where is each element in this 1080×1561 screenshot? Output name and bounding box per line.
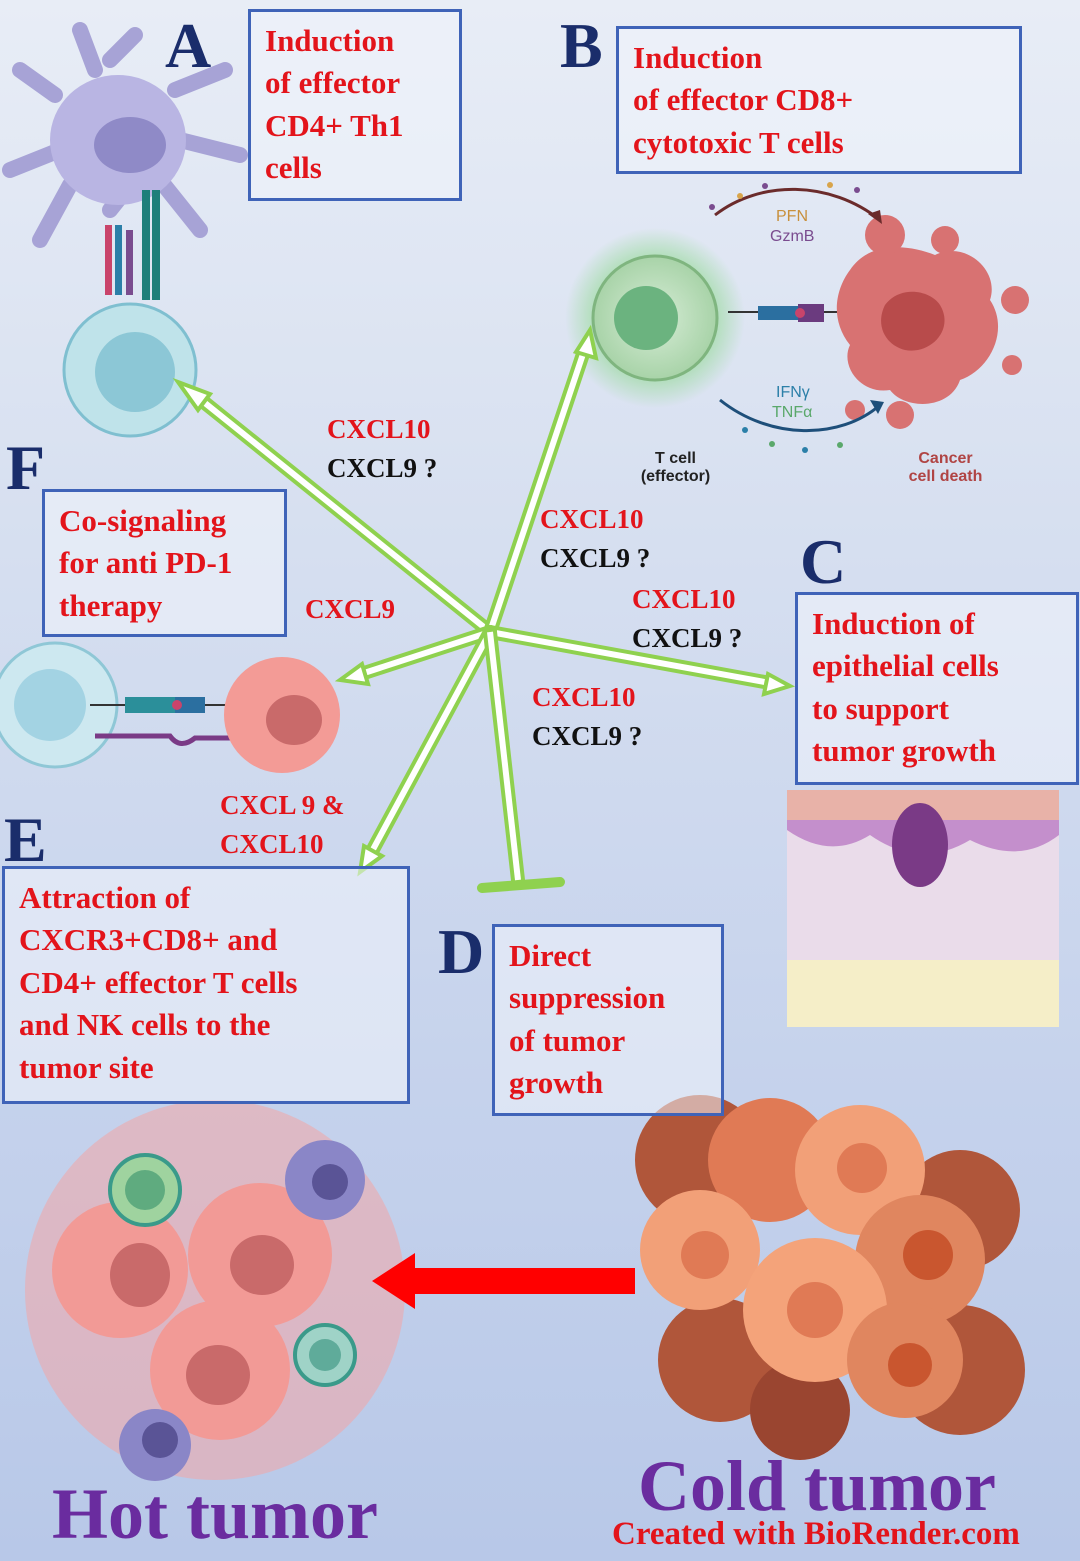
ifng-label: IFNγ: [776, 384, 810, 401]
panel-e-line: and NK cells to the: [19, 1007, 271, 1043]
panel-d-box: Direct suppression of tumor growth: [492, 924, 724, 1116]
panel-letter-e: E: [4, 804, 47, 875]
panel-letter-a: A: [165, 10, 212, 81]
hot-tumor-cluster: [25, 1100, 405, 1481]
panel-b-box: Induction of effector CD8+ cytotoxic T c…: [616, 26, 1022, 174]
panel-letter-b: B: [560, 10, 603, 81]
t-cell-effector-label: T cell (effector): [628, 450, 723, 487]
chemokine-red: CXCL 9 &: [220, 790, 345, 820]
panel-a-box: Induction of effector CD4+ Th1 cells: [248, 9, 462, 201]
chemokine-black: CXCL9 ?: [632, 623, 743, 654]
t-cell-A: [62, 302, 198, 438]
panel-a-line: CD4+ Th1: [265, 107, 404, 143]
panel-a-line: Induction: [265, 23, 395, 58]
panel-e-line: tumor site: [19, 1049, 154, 1085]
panel-a-line: of effector: [265, 65, 401, 101]
chemokine-black: CXCL9 ?: [540, 543, 651, 574]
chemokine-red: CXCL10: [532, 682, 636, 712]
panel-d-line: suppression: [509, 980, 666, 1016]
chemokine-label-f: CXCL9: [305, 590, 395, 629]
panel-f-line: therapy: [59, 587, 163, 623]
chemokine-label-a: CXCL10 CXCL9 ?: [327, 410, 437, 488]
biorender-credit: Created with BioRender.com: [612, 1516, 1020, 1552]
panel-f-box: Co-signaling for anti PD-1 therapy: [42, 489, 287, 637]
panel-f-line: for anti PD-1: [59, 545, 233, 581]
cold-tumor-cluster: [635, 1095, 1025, 1460]
cancer-cell-death-label: Cancer cell death: [893, 450, 998, 487]
chemokine-black: CXCL9 ?: [532, 721, 643, 752]
panel-c-line: Induction of: [812, 606, 975, 641]
skin-tissue-C: [787, 790, 1059, 1027]
chemokine-red: CXCL9: [305, 594, 396, 624]
panel-e-box: Attraction of CXCR3+CD8+ and CD4+ effect…: [2, 866, 410, 1104]
panel-b-line: cytotoxic T cells: [633, 124, 844, 160]
chemokine-red: CXCL10: [632, 584, 736, 614]
receptor-complex-A: [105, 190, 160, 300]
chemokine-label-d: CXCL10 CXCL9 ?: [532, 678, 642, 756]
panel-d-line: growth: [509, 1065, 604, 1101]
panel-f-line: Co-signaling: [59, 503, 227, 538]
chemokine-label-b: CXCL10 CXCL9 ?: [540, 500, 650, 578]
death-label-line: cell death: [908, 468, 983, 486]
panel-letter-d: D: [438, 916, 485, 987]
panel-e-line: CXCR3+CD8+ and: [19, 922, 278, 958]
tnfa-label: TNFα: [772, 404, 813, 421]
panel-b-line: Induction: [633, 40, 763, 75]
immune-synapse-B: [728, 304, 850, 322]
cold-to-hot-arrow: [372, 1253, 635, 1309]
chemokine-black: CXCL9 ?: [327, 453, 438, 484]
panel-c-line: tumor growth: [812, 733, 996, 769]
death-label-line: Cancer: [918, 450, 973, 467]
chemokine-red: CXCL10: [220, 829, 324, 860]
pfn-label: PFN: [776, 208, 808, 225]
t-cell-label-line: (effector): [640, 468, 711, 486]
chemokine-red: CXCL10: [327, 414, 431, 444]
chemokine-red: CXCL10: [540, 504, 644, 534]
hot-tumor-title: Hot tumor: [52, 1474, 378, 1554]
cytotoxic-arrows-B: [709, 182, 884, 453]
panel-e-line: CD4+ effector T cells: [19, 964, 298, 1000]
cancer-cell-death-B: [836, 215, 1029, 429]
panel-c-line: to support: [812, 690, 949, 726]
panel-c-box: Induction of epithelial cells to support…: [795, 592, 1079, 785]
dendritic-cell-A: [2, 22, 248, 248]
gzmb-label: GzmB: [770, 228, 815, 245]
effector-t-cell-B: [565, 228, 745, 408]
panel-d-line: Direct: [509, 938, 592, 973]
cold-tumor-title: Cold tumor: [638, 1446, 996, 1526]
panel-a-line: cells: [265, 150, 322, 186]
panel-letter-f: F: [6, 432, 46, 503]
panel-e-line: Attraction of: [19, 880, 191, 915]
chemokine-arrows: [172, 324, 796, 893]
pd1-interaction-F: [0, 641, 340, 773]
panel-letter-c: C: [800, 526, 847, 597]
t-cell-label-line: T cell: [655, 450, 696, 467]
panel-d-line: of tumor: [509, 1022, 626, 1058]
panel-c-line: epithelial cells: [812, 648, 999, 684]
panel-b-line: of effector CD8+: [633, 82, 854, 118]
chemokine-label-c: CXCL10 CXCL9 ?: [632, 580, 742, 658]
chemokine-label-e: CXCL 9 & CXCL10: [220, 786, 345, 864]
